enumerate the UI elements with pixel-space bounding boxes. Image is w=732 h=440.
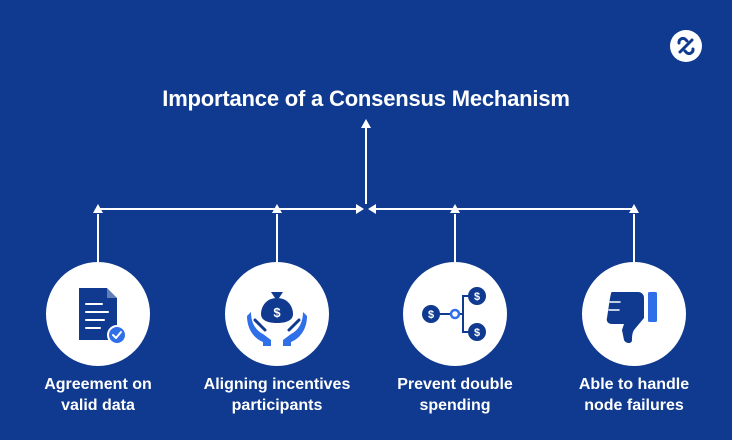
svg-text:$: $ — [273, 305, 281, 320]
arrow-in-right — [368, 204, 376, 214]
arrow-in-left — [356, 204, 364, 214]
arrow-up-1 — [93, 204, 103, 213]
arrow-up-4 — [629, 204, 639, 213]
thumbs-down-icon — [606, 292, 657, 343]
node-label-line: valid data — [61, 397, 135, 414]
coin-network-icon: $ $ $ — [422, 287, 486, 341]
node-label-line: Aligning incentives — [203, 376, 351, 393]
node-label-incentives: Aligning incentives participants — [192, 374, 362, 416]
logo — [670, 30, 702, 62]
svg-text:$: $ — [428, 309, 434, 321]
arrow-up-2 — [272, 204, 282, 213]
node-label-double-spending: Prevent double spending — [370, 374, 540, 416]
hands-money-bag-icon: $ — [247, 292, 307, 346]
svg-text:$: $ — [474, 327, 480, 339]
node-label-agreement: Agreement on valid data — [13, 374, 183, 416]
node-double-spending: $ $ $ — [403, 262, 507, 366]
document-check-icon — [79, 288, 127, 345]
node-label-failures: Able to handle node failures — [549, 374, 719, 416]
node-failures — [582, 262, 686, 366]
node-incentives: $ — [225, 262, 329, 366]
node-label-line: Able to handle — [578, 376, 690, 393]
node-label-line: participants — [231, 397, 323, 414]
node-agreement — [46, 262, 150, 366]
arrow-up-3 — [450, 204, 460, 213]
arrow-up-title — [361, 119, 371, 128]
svg-text:$: $ — [474, 291, 480, 303]
node-label-line: Agreement on — [44, 376, 152, 393]
diagram-title: Importance of a Consensus Mechanism — [162, 86, 570, 111]
link-logo-icon — [677, 36, 695, 56]
node-label-line: node failures — [584, 397, 684, 414]
node-label-line: Prevent double — [397, 376, 513, 393]
node-label-line: spending — [419, 397, 491, 414]
